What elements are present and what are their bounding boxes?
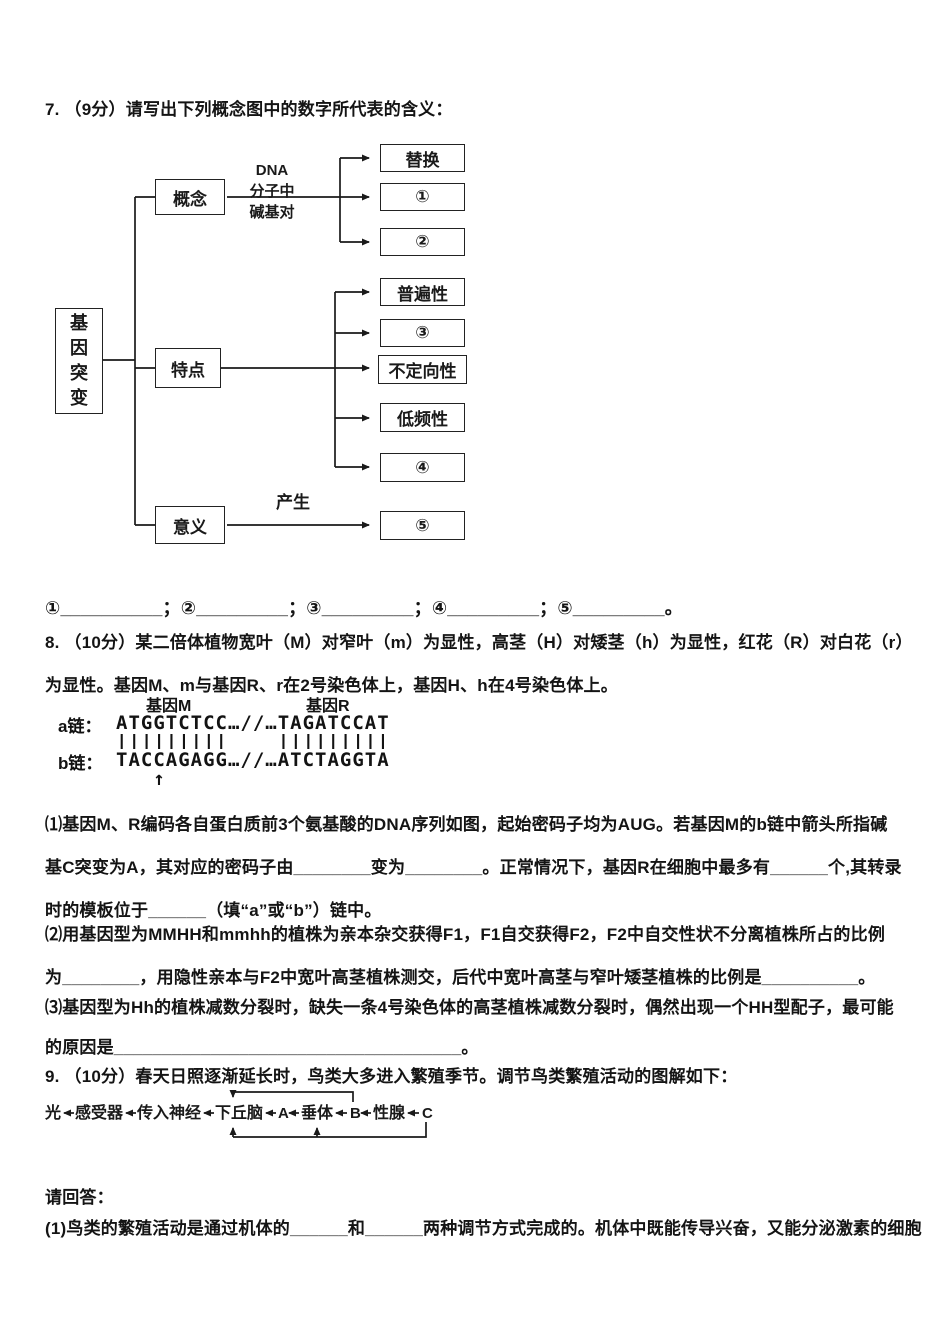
branch-feature-box: 特点 [155, 348, 221, 388]
q8-intro-line1: 8. （10分）某二倍体植物宽叶（M）对窄叶（m）为显性，高茎（H）对矮茎（h）… [45, 633, 913, 652]
root-node-box: 基因突变 [55, 308, 103, 414]
q7-header: 7. （9分）请写出下列概念图中的数字所代表的含义： [45, 100, 453, 119]
target-label: 不定向性 [388, 362, 457, 381]
target-label: ④ [415, 457, 430, 477]
strand-b-row: b链： TACCAGAGG…//…ATCTAGGTA [58, 749, 390, 774]
strand-a-row: a链： ATGGTCTCC…//…TAGATCCAT [58, 712, 390, 737]
feedback-bottom-line [233, 1122, 427, 1138]
target-label: ③ [415, 323, 430, 342]
q8-part3-line2: 的原因是____________________________________… [45, 1038, 479, 1057]
target-box-3: ③ [380, 319, 465, 347]
node-c: C [422, 1105, 433, 1122]
target-box-5: ⑤ [380, 511, 465, 540]
q8-part3-line1: ⑶基因型为Hh的植株减数分裂时，缺失一条4号染色体的高茎植株减数分裂时，偶然出现… [45, 998, 894, 1017]
q8-part1-line3: 时的模板位于______（填“a”或“b”）链中。 [45, 901, 382, 920]
q8-part2-line1: ⑵用基因型为MMHH和mmhh的植株为亲本杂交获得F1，F1自交获得F2，F2中… [45, 925, 886, 944]
target-label: 替换 [405, 150, 440, 170]
branch-concept-box: 概念 [155, 179, 225, 215]
node-hypothalamus: 下丘脑 [215, 1103, 263, 1122]
root-node-label: 基因突变 [70, 313, 88, 408]
branch-concept-label: 概念 [173, 189, 207, 209]
base-pair-bars-row: ||||||||| ||||||||| [58, 734, 390, 749]
node-gonad: 性腺 [373, 1103, 406, 1122]
node-light: 光 [44, 1103, 61, 1122]
target-label: 普遍性 [397, 284, 448, 304]
q9-part1-line: (1)鸟类的繁殖活动是通过机体的______和______两种调节方式完成的。机… [45, 1219, 922, 1238]
q9-prompt: 请回答： [45, 1188, 114, 1207]
target-label: 低频性 [397, 410, 448, 429]
node-b: B [350, 1105, 361, 1122]
branch-meaning-box: 意义 [155, 506, 225, 544]
mutation-arrow-row: ↑ [58, 768, 166, 790]
q8-part2-line2: 为________，用隐性亲本与F2中宽叶高茎植株测交，后代中宽叶高茎与窄叶矮茎… [45, 968, 876, 987]
target-box-2: ② [380, 228, 465, 256]
strand-b-sequence: TACCAGAGG…//…ATCTAGGTA [116, 749, 390, 771]
node-pituitary: 垂体 [301, 1103, 334, 1122]
base-pair-bars: ||||||||| ||||||||| [116, 734, 390, 749]
target-box-1: ① [380, 183, 465, 211]
target-label: ⑤ [415, 515, 430, 535]
q9-regulation-diagram: 光 感受器 传入神经 下丘脑 A 垂体 B 性腺 C [44, 1090, 433, 1138]
target-label: ① [415, 187, 430, 206]
q8-part1-line1: ⑴基因M、R编码各自蛋白质前3个氨基酸的DNA序列如图，起始密码子均为AUG。若… [45, 815, 888, 834]
node-afferent-nerve: 传入神经 [136, 1103, 201, 1122]
gene-r-label: 基因R [306, 698, 350, 715]
strand-a-label: a链： [58, 717, 102, 736]
q8-intro-line2: 为显性。基因M、m与基因R、r在2号染色体上，基因H、h在4号染色体上。 [45, 676, 618, 695]
gene-m-label: 基因M [146, 698, 192, 715]
node-a: A [278, 1105, 289, 1122]
q8-part1-line2: 基C突变为A，其对应的密码子由________变为________。正常情况下，… [45, 858, 902, 877]
branch-feature-label: 特点 [171, 360, 205, 380]
edge-label-produce: 产生 [276, 493, 310, 512]
target-label: ② [415, 232, 430, 251]
dna-sequence-figure: 基因M 基因R a链： ATGGTCTCC…//…TAGATCCAT |||||… [58, 692, 488, 794]
edge-label-dna: DNA 分子中 碱基对 [249, 162, 295, 221]
feedback-top-arrow-icon [229, 1090, 354, 1102]
mutation-site-arrow-icon: ↑ [116, 768, 166, 790]
target-box-lowfrequency: 低频性 [380, 403, 465, 432]
strand-b-label: b链： [58, 754, 103, 773]
branch-meaning-label: 意义 [173, 517, 207, 537]
q7-diagram-lines [101, 154, 370, 529]
target-box-nondirectional: 不定向性 [378, 355, 467, 384]
q7-answer-blanks: ①__________；②_________；③_________；④_____… [45, 598, 683, 618]
q9-header: 9. （10分）春天日照逐渐延长时，鸟类大多进入繁殖季节。调节鸟类繁殖活动的图解… [45, 1067, 738, 1086]
target-box-substitution: 替换 [380, 144, 465, 172]
target-box-4: ④ [380, 453, 465, 482]
strand-a-sequence: ATGGTCTCC…//…TAGATCCAT [116, 712, 390, 734]
target-box-universality: 普遍性 [380, 278, 465, 306]
node-receptor: 感受器 [75, 1103, 124, 1122]
